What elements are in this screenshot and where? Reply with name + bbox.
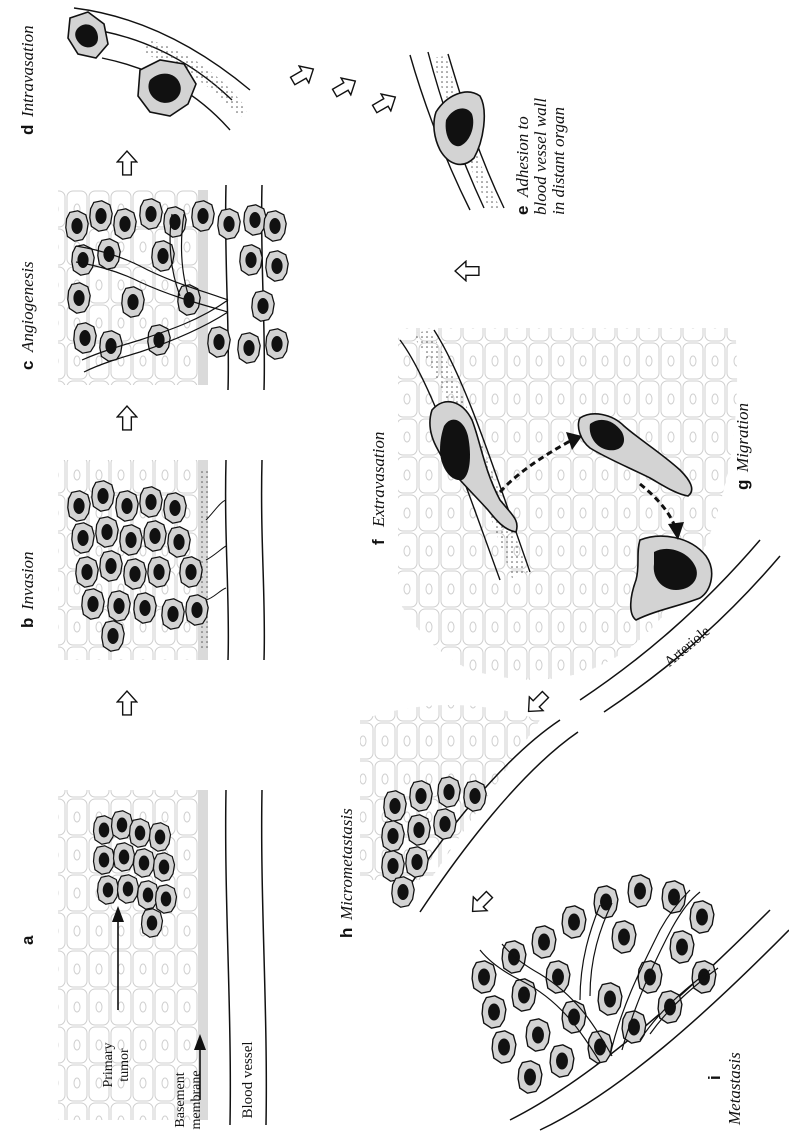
adhering-tumor-cell — [434, 92, 484, 164]
arrow-f-to-h — [522, 688, 553, 719]
panel-title-angiogenesis: Angiogenesis — [18, 261, 37, 353]
panel-title-invasion: Invasion — [18, 551, 37, 611]
panel-title-migration: Migration — [733, 403, 752, 473]
panel-title-adhesion-line1: Adhesion to — [513, 116, 532, 198]
panel-title-intravasation: Intravasation — [18, 25, 37, 118]
panel-f-g-extravasation-migration: Arteriole f Extravasation g Migration — [369, 328, 780, 712]
arrow-e-to-f — [455, 261, 479, 281]
panel-letter-d: d — [18, 125, 37, 135]
panel-title-extravasation: Extravasation — [369, 432, 388, 528]
arrow-c-to-d — [117, 151, 137, 175]
panel-letter-a: a — [18, 935, 37, 945]
panel-h-micrometastasis: h Micrometastasis — [337, 705, 578, 938]
panel-letter-e: e — [513, 206, 532, 215]
panel-letter-i: i — [705, 1075, 724, 1080]
arrow-a-to-b — [117, 691, 137, 715]
panel-a-primary-tumor: a Primary tumor Basement membrane Blood … — [18, 790, 266, 1130]
intravasating-cell — [138, 60, 196, 116]
label-basement-membrane-line2: membrane — [189, 1070, 204, 1129]
panel-letter-c: c — [18, 361, 37, 370]
arrow-h-to-i — [466, 888, 497, 919]
panel-e-adhesion: e Adhesion to blood vessel wall in dista… — [410, 52, 568, 215]
panel-i-metastasis: i Metastasis — [472, 875, 789, 1130]
blood-vessel-wall — [262, 460, 265, 660]
blood-vessel-wall — [226, 460, 229, 660]
panel-letter-f: f — [369, 539, 388, 545]
panel-title-adhesion-line3: in distant organ — [549, 107, 568, 215]
arrows-d-to-e — [288, 61, 400, 118]
panel-title-micrometastasis: Micrometastasis — [337, 808, 356, 921]
panel-d-intravasation: d Intravasation — [18, 8, 250, 135]
blood-vessel-wall — [226, 790, 231, 1125]
label-primary-tumor-line1: Primary — [101, 1042, 116, 1087]
metastasis-cluster — [472, 875, 716, 1093]
panel-c-angiogenesis: c Angiogenesis — [18, 185, 288, 390]
blood-vessel-wall — [262, 790, 267, 1125]
arrow-b-to-c — [117, 406, 137, 430]
panel-letter-h: h — [337, 928, 356, 938]
panel-letter-b: b — [18, 618, 37, 628]
circulating-tumor-cell — [68, 12, 108, 58]
label-arteriole: Arteriole — [662, 623, 714, 670]
label-blood-vessel: Blood vessel — [240, 1041, 256, 1118]
label-primary-tumor-line2: tumor — [117, 1048, 132, 1082]
panel-letter-g: g — [733, 480, 752, 490]
cell-at-arteriole — [631, 536, 712, 620]
panel-b-invasion: b Invasion — [18, 460, 264, 660]
panel-title-metastasis: Metastasis — [725, 1052, 744, 1126]
label-basement-membrane-line1: Basement — [173, 1072, 188, 1127]
panel-title-adhesion-line2: blood vessel wall — [531, 98, 550, 215]
